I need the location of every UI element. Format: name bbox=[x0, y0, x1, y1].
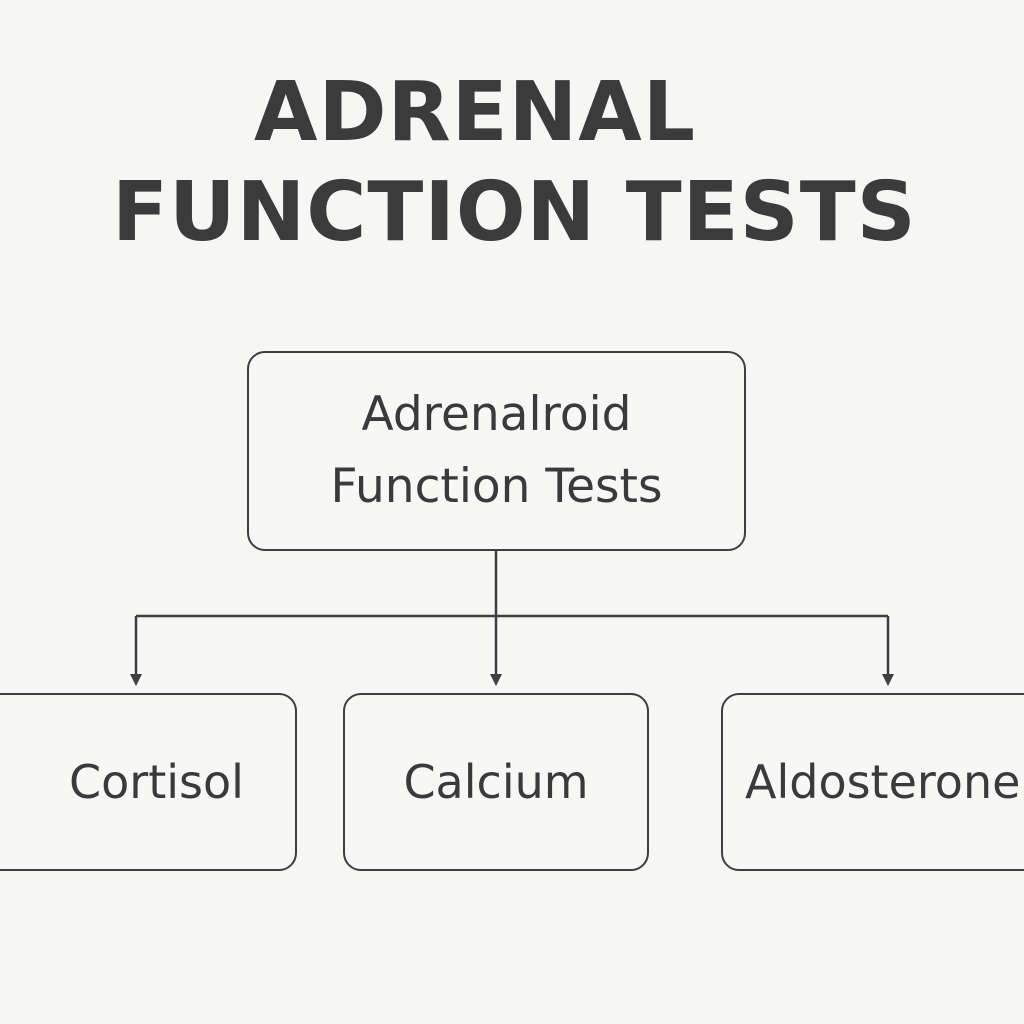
root-node: Adrenalroid Function Tests bbox=[247, 351, 746, 551]
root-node-label-line-1: Adrenalroid bbox=[361, 387, 632, 442]
child-node-label: Cortisol bbox=[69, 755, 244, 809]
child-node-calcium: Calcium bbox=[343, 693, 649, 871]
child-node-label: Aldosterone bbox=[745, 755, 1021, 809]
root-node-label-line-2: Function Tests bbox=[330, 459, 663, 514]
child-node-aldosterone: Aldosterone bbox=[721, 693, 1024, 871]
child-node-label: Calcium bbox=[403, 755, 589, 809]
child-node-cortisol: Cortisol bbox=[0, 693, 297, 871]
diagram-title-line-2: FUNCTION TESTS bbox=[112, 165, 917, 260]
diagram-title-line-1: ADRENAL bbox=[254, 65, 697, 160]
